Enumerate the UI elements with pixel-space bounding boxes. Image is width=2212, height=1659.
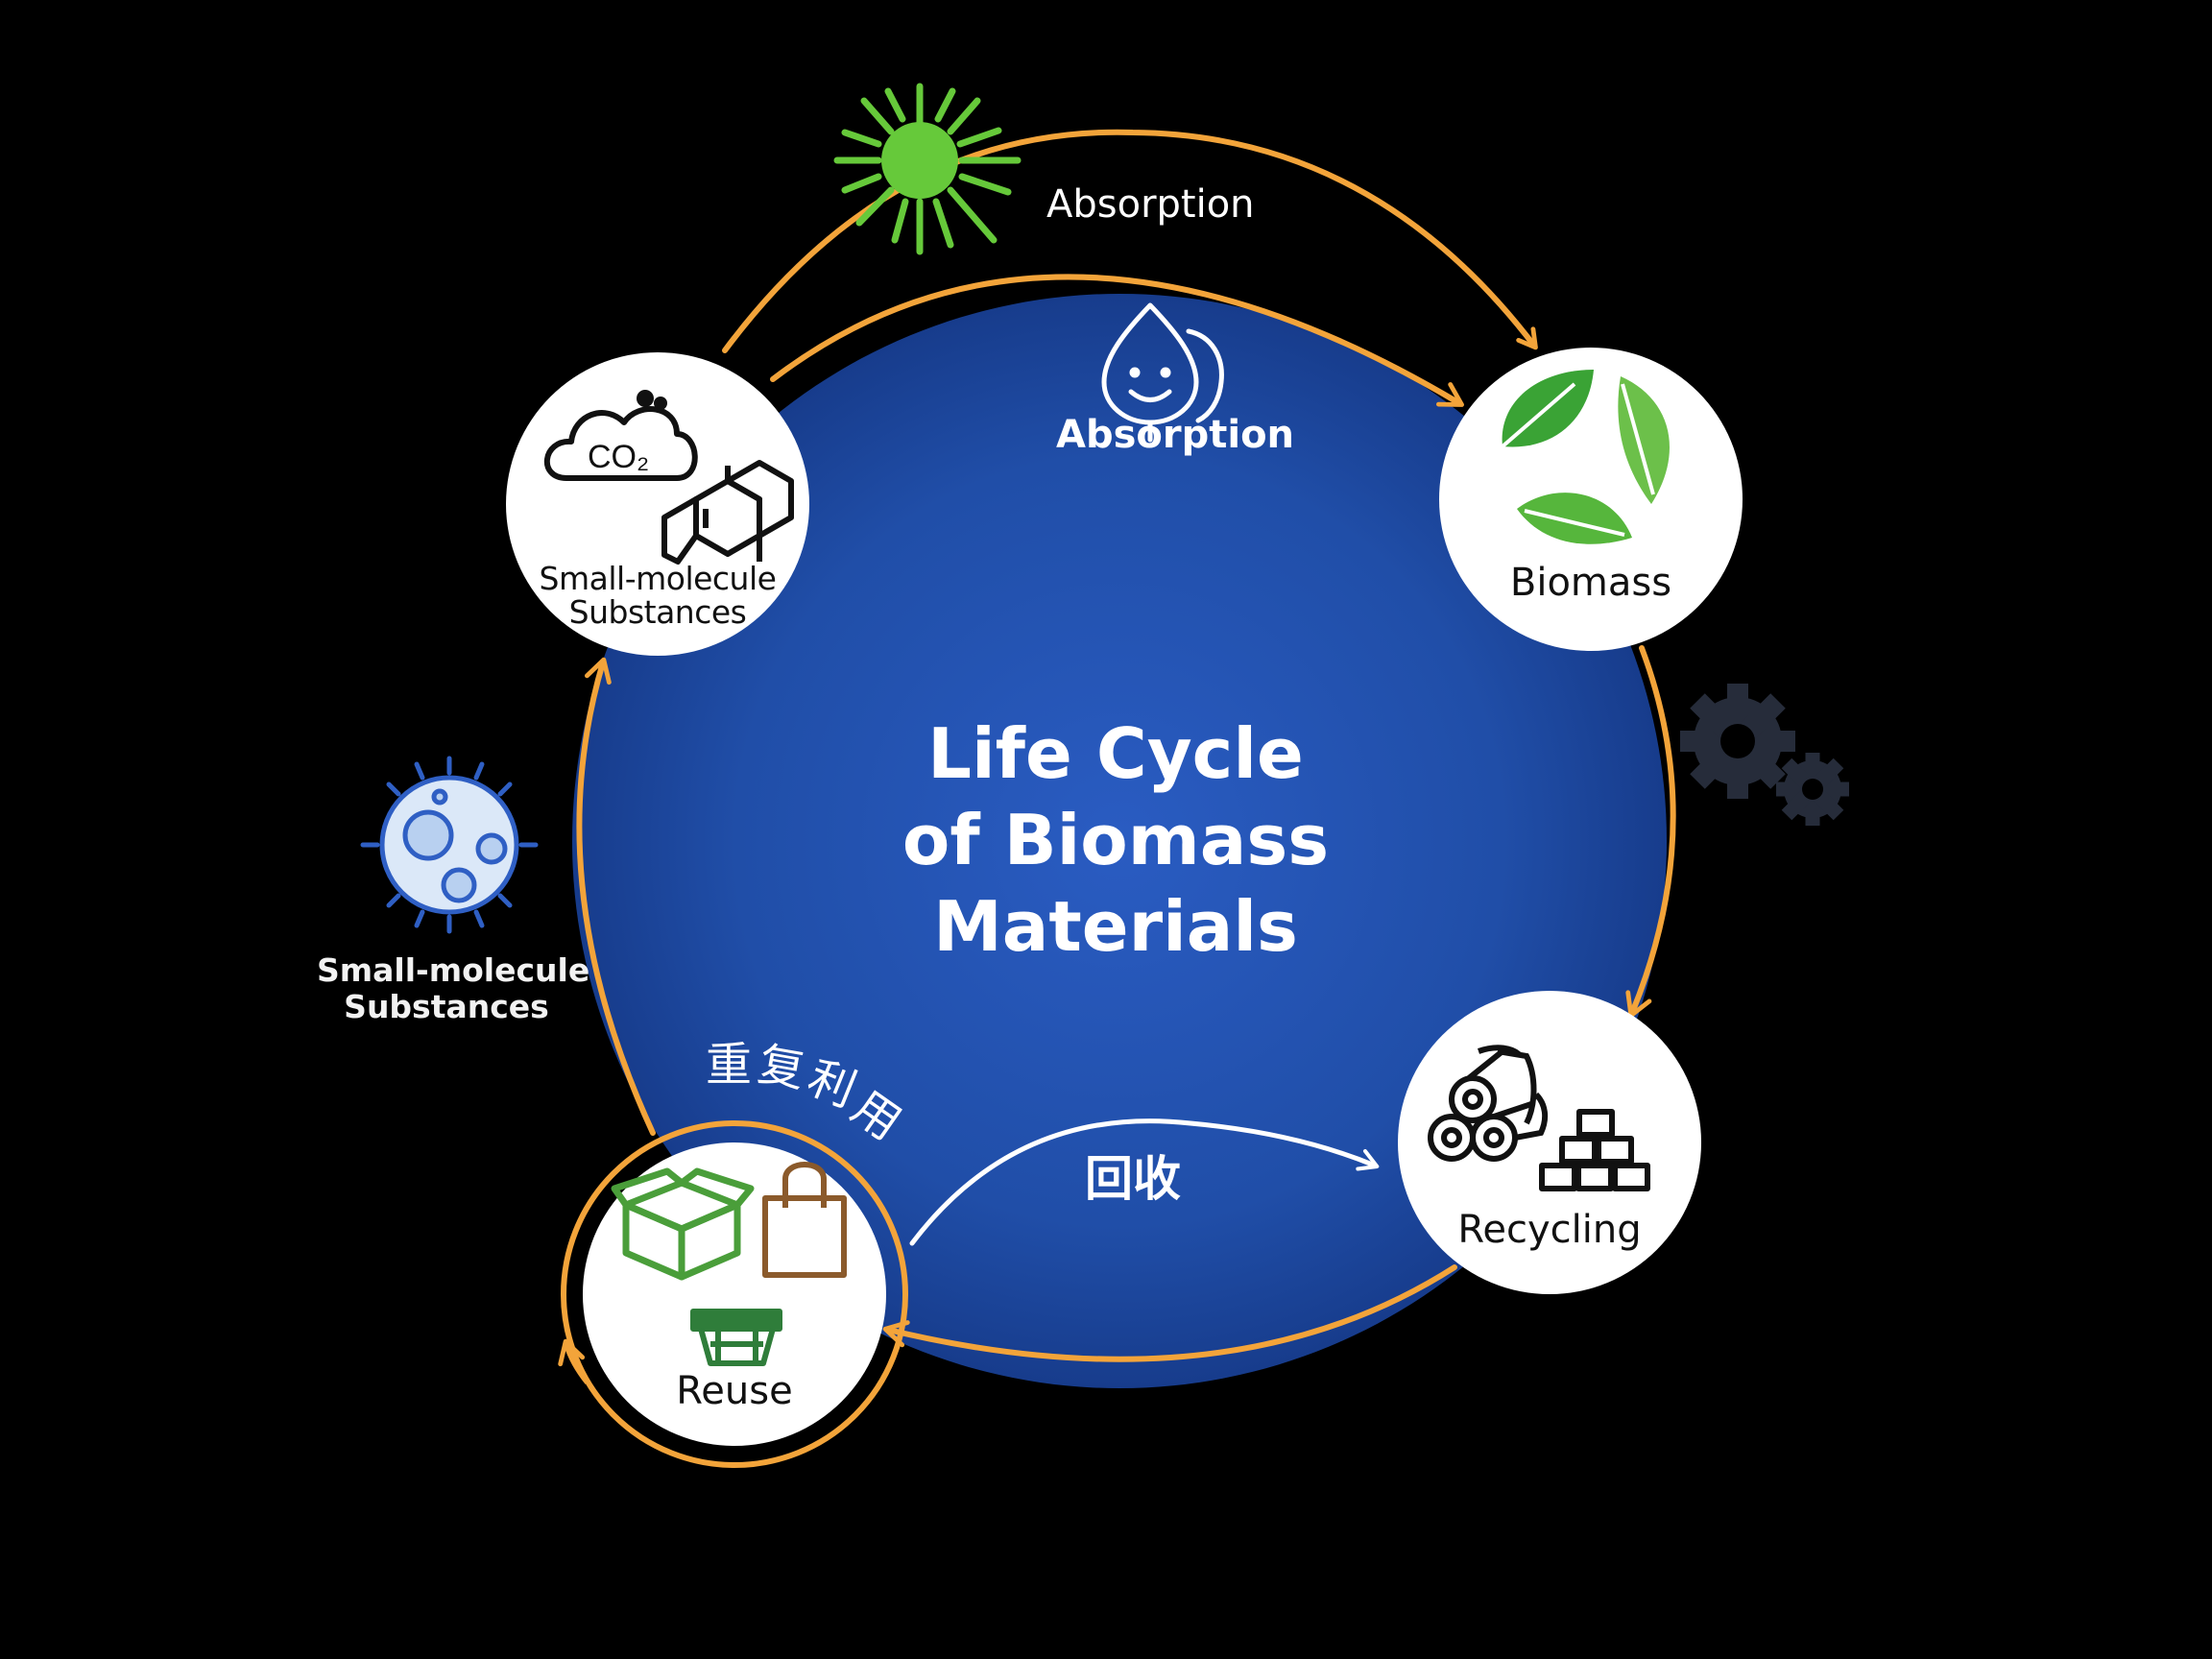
box-icon bbox=[611, 1167, 755, 1281]
small-molecule-node-label: Small-molecule Substances bbox=[539, 560, 777, 631]
gears-icon bbox=[1680, 684, 1849, 826]
molecule-icon bbox=[661, 460, 794, 565]
page-title: Life Cycle of Biomass Materials bbox=[902, 713, 1330, 967]
absorption-outer-label: Absorption bbox=[1046, 182, 1255, 227]
crate-icon bbox=[690, 1309, 782, 1366]
sun-core bbox=[881, 122, 958, 199]
reuse-orbit-arrow bbox=[558, 1338, 590, 1384]
leaves-icon bbox=[1501, 370, 1670, 544]
cycle-circle bbox=[572, 294, 1667, 1388]
recover-label: 回收 bbox=[1085, 1151, 1181, 1207]
reuse-node-label: Reuse bbox=[676, 1369, 793, 1413]
microbe-icon bbox=[360, 756, 539, 934]
node-recycling bbox=[1398, 991, 1701, 1294]
biomass-node-label: Biomass bbox=[1509, 561, 1672, 605]
svg-text:重: 重 bbox=[706, 1038, 752, 1092]
sun-icon bbox=[833, 83, 1022, 255]
water-drop-icon bbox=[1101, 302, 1224, 443]
svg-text:复: 复 bbox=[754, 1037, 808, 1097]
small-molecule-side-label: Small-molecule Substances bbox=[317, 951, 590, 1025]
reuse-orbit bbox=[561, 1120, 908, 1468]
cycle-arrows bbox=[576, 129, 1676, 1362]
node-small-molecule bbox=[506, 352, 809, 656]
co2-text: CO₂ bbox=[588, 439, 649, 475]
recover-arrow bbox=[909, 1118, 1380, 1246]
bricks-icon bbox=[1539, 1109, 1650, 1191]
co2-cloud-icon bbox=[543, 406, 698, 481]
absorption-inner-label: Absorption bbox=[1056, 413, 1295, 457]
logs-icon bbox=[1428, 1045, 1549, 1162]
recycling-node-label: Recycling bbox=[1457, 1208, 1642, 1252]
bag-icon bbox=[762, 1162, 847, 1278]
